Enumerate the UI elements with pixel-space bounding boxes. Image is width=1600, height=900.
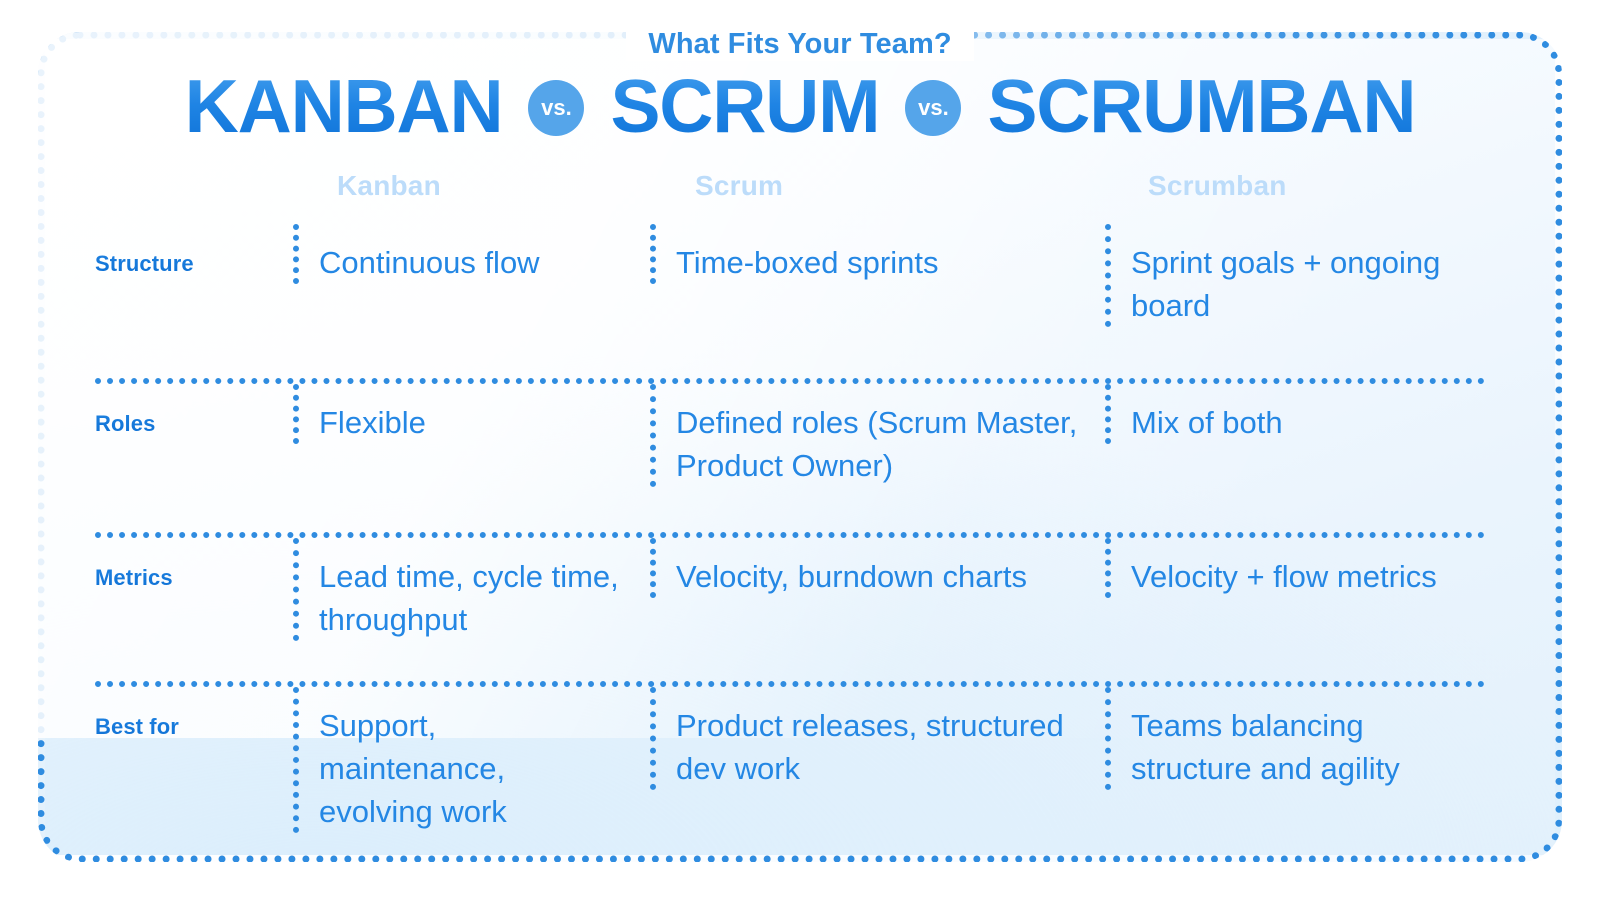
column-header-kanban: Kanban [337, 170, 441, 201]
cell-roles-kanban: Flexible [293, 384, 650, 444]
cell-metrics-kanban: Lead time, cycle time, throughput [293, 538, 650, 641]
cell-metrics-scrum: Velocity, burndown charts [650, 538, 1105, 598]
headline-row: KANBAN vs. SCRUM vs. SCRUMBAN [0, 63, 1600, 149]
cell-structure-scrumban: Sprint goals + ongoing board [1105, 224, 1485, 327]
headline-word-kanban: KANBAN [184, 64, 504, 148]
table-row: Metrics Lead time, cycle time, throughpu… [95, 532, 1485, 681]
column-header-scrum: Scrum [695, 170, 784, 201]
row-label-metrics: Metrics [95, 538, 293, 592]
cell-metrics-scrumban: Velocity + flow metrics [1105, 538, 1485, 598]
comparison-table: Kanban Scrum Scrumban Structure Continuo… [95, 168, 1485, 833]
vs-badge-1: vs. [528, 80, 585, 136]
row-label-roles: Roles [95, 384, 293, 438]
cell-best-for-scrum: Product releases, structured dev work [650, 687, 1105, 790]
vs-badge-2: vs. [905, 80, 962, 136]
table-row: Best for Support, maintenance, evolving … [95, 681, 1485, 874]
eyebrow-banner: What Fits Your Team? [0, 27, 1600, 61]
eyebrow-text: What Fits Your Team? [626, 27, 974, 61]
row-label-structure: Structure [95, 224, 293, 278]
cell-best-for-kanban: Support, maintenance, evolving work [293, 687, 650, 833]
table-body: Structure Continuous flow Time-boxed spr… [95, 224, 1485, 874]
cell-roles-scrum: Defined roles (Scrum Master, Product Own… [650, 384, 1105, 487]
column-header-scrumban: Scrumban [1148, 170, 1287, 201]
row-label-best-for: Best for [95, 687, 293, 741]
headline-word-scrumban: SCRUMBAN [987, 64, 1416, 148]
table-row: Structure Continuous flow Time-boxed spr… [95, 224, 1485, 378]
cell-best-for-scrumban: Teams balancing structure and agility [1105, 687, 1485, 790]
column-header-row: Kanban Scrum Scrumban [95, 168, 1485, 224]
cell-structure-kanban: Continuous flow [293, 224, 650, 284]
headline-word-scrum: SCRUM [610, 64, 880, 148]
cell-structure-scrum: Time-boxed sprints [650, 224, 1105, 284]
table-row: Roles Flexible Defined roles (Scrum Mast… [95, 378, 1485, 532]
cell-roles-scrumban: Mix of both [1105, 384, 1485, 444]
